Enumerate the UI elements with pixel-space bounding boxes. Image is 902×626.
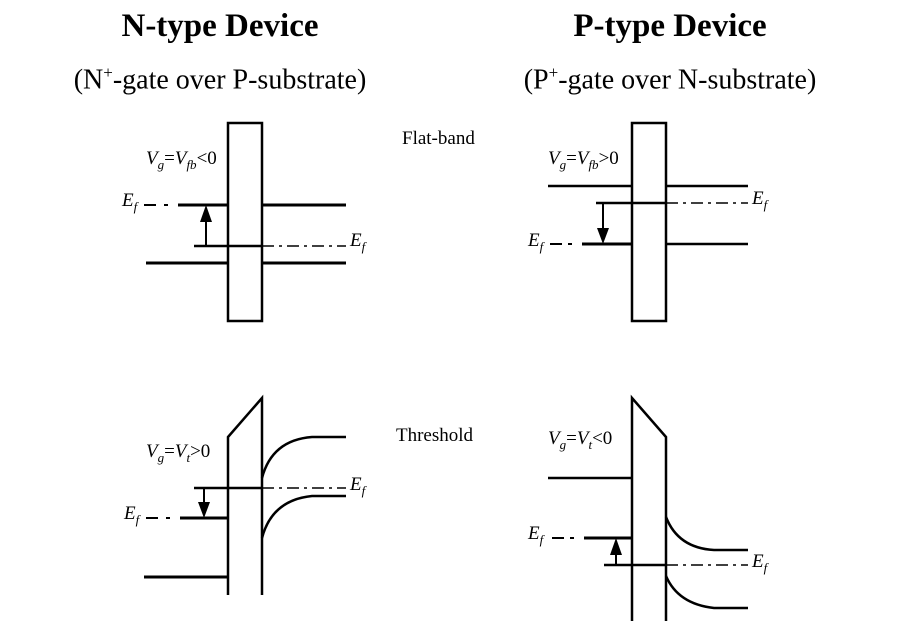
ptype-title: P-type Device	[573, 8, 767, 44]
ntype-title: N-type Device	[121, 8, 319, 44]
n-flatband-voltage-label: Vg=Vfb<0	[146, 148, 217, 172]
p-flatband-voltage-label: Vg=Vfb>0	[548, 148, 619, 172]
n-flatband-diagram	[144, 121, 346, 323]
n-threshold-voltage-label: Vg=Vt>0	[146, 441, 211, 465]
flatband-row-label: Flat-band	[402, 128, 475, 149]
n-flatband-ef-substrate-label: Ef	[350, 230, 366, 254]
n-flatband-oxide	[226, 121, 264, 323]
p-flatband-ef-gate-label: Ef	[528, 230, 544, 254]
p-threshold-oxide	[630, 394, 668, 621]
ptype-subtitle: (P+-gate over N-substrate)	[523, 63, 817, 96]
ntype-subtitle: (N+-gate over P-substrate)	[73, 63, 367, 96]
p-flatband-diagram	[548, 121, 748, 323]
p-threshold-ef-gate-label: Ef	[528, 523, 544, 547]
n-threshold-ef-substrate-label: Ef	[350, 474, 366, 498]
p-threshold-voltage-label: Vg=Vt<0	[548, 428, 613, 452]
p-threshold-ef-substrate-label: Ef	[752, 551, 768, 575]
n-flatband-ef-gate-label: Ef	[122, 190, 138, 214]
n-threshold-oxide	[226, 394, 264, 595]
p-flatband-ef-substrate-label: Ef	[752, 188, 768, 212]
n-threshold-ef-gate-label: Ef	[124, 503, 140, 527]
threshold-row-label: Threshold	[396, 425, 474, 446]
p-threshold-diagram	[548, 394, 748, 621]
n-threshold-diagram	[144, 394, 346, 595]
p-flatband-oxide	[630, 121, 668, 323]
